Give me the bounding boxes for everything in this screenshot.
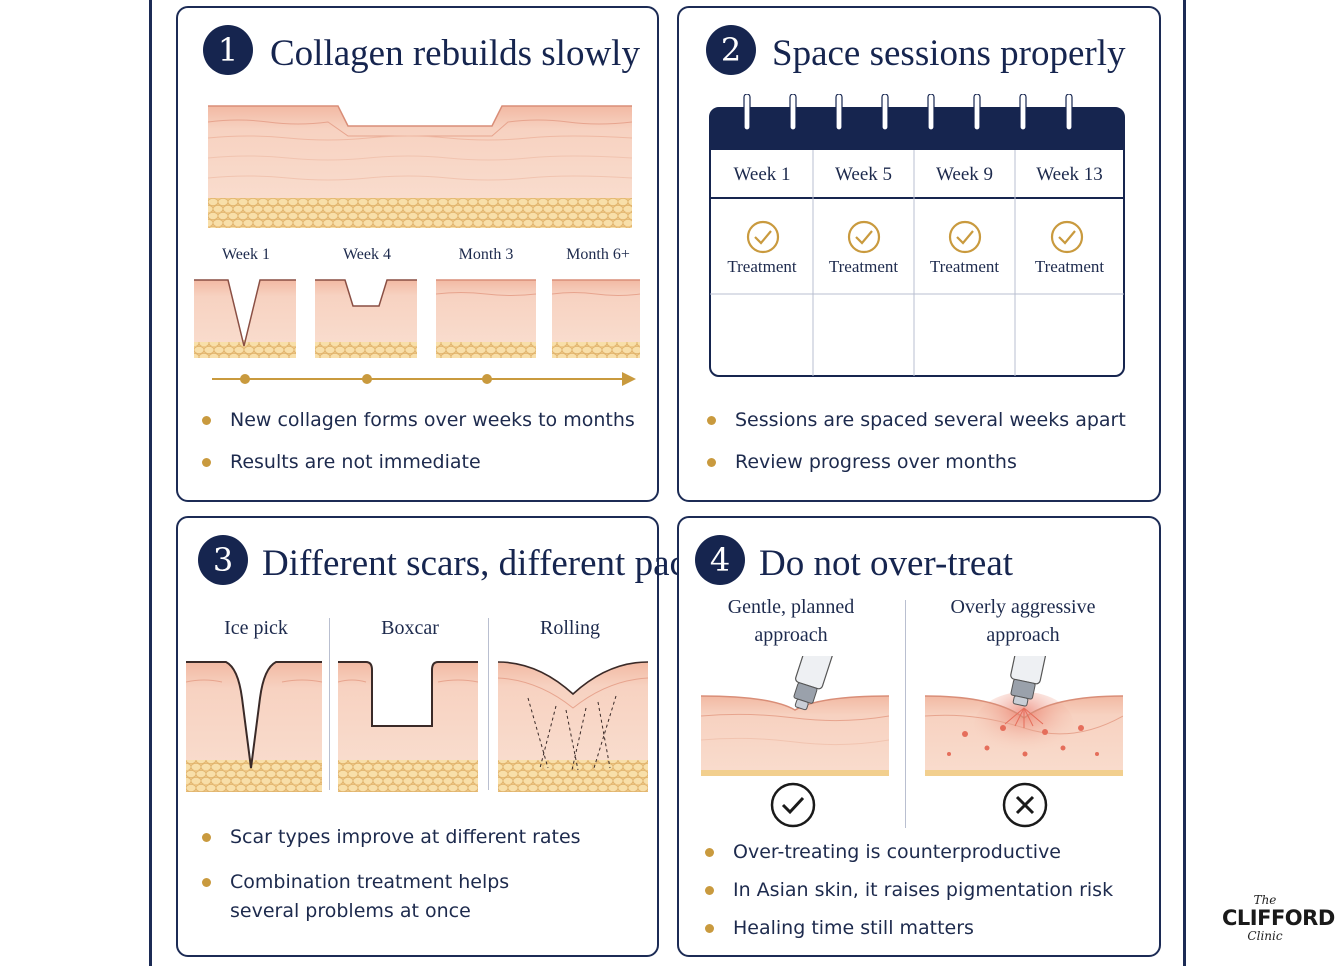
bullet-item: Sessions are spaced several weeks apart: [707, 406, 1126, 435]
bullet-list: Sessions are spaced several weeks apart …: [707, 406, 1126, 477]
approach-label-line2: approach: [754, 624, 828, 646]
healing-stage-month-6-illustration: [552, 279, 640, 358]
calendar-week-header: Week 5: [834, 164, 893, 185]
clinic-logo: The CLIFFORD Clinic: [1222, 893, 1335, 949]
approach-label-line2: approach: [986, 624, 1060, 646]
step-number-badge: 4: [695, 535, 745, 585]
panel-title: Collagen rebuilds slowly: [270, 33, 640, 74]
calendar-week-header: Week 9: [935, 164, 994, 185]
page-frame-left: [149, 0, 152, 966]
bullet-item: Healing time still matters: [705, 914, 1113, 943]
column-divider: [905, 600, 906, 828]
panel-space-sessions: 2 Space sessions properly: [677, 6, 1161, 502]
approach-label-line1: Overly aggressive: [950, 596, 1096, 618]
logo-text-top: The: [1253, 893, 1277, 907]
approach-label-line1: Gentle, planned: [727, 596, 855, 618]
rolling-scar-illustration: [498, 661, 648, 792]
calendar-treatment-entry: Treatment: [1034, 257, 1105, 276]
panel-different-scars: 3 Different scars, different pace Ice pi…: [176, 516, 702, 957]
column-divider: [488, 618, 489, 790]
bullet-list: Over-treating is counterproductive In As…: [705, 838, 1113, 943]
boxcar-scar-illustration: [338, 661, 478, 792]
healing-stage-month-3-illustration: [436, 279, 536, 358]
calendar-treatment-entry: Treatment: [727, 257, 797, 276]
gentle-treatment-illustration: [701, 656, 889, 776]
healing-stage-week-1-illustration: [194, 279, 296, 358]
bullet-item: Scar types improve at different rates: [202, 823, 581, 852]
logo-text-bottom: Clinic: [1247, 929, 1283, 943]
panel-title: Space sessions properly: [772, 33, 1126, 74]
step-number-badge: 2: [706, 25, 756, 75]
bullet-item: New collagen forms over weeks to months: [202, 406, 635, 435]
scar-type-label: Boxcar: [381, 617, 439, 639]
skin-cross-section-illustration: [208, 105, 632, 228]
stage-label: Week 4: [342, 246, 392, 263]
stage-label: Month 3: [458, 246, 514, 263]
healing-stage-week-4-illustration: [315, 279, 417, 358]
bullet-list: New collagen forms over weeks to months …: [202, 406, 635, 477]
logo-text-name: CLIFFORD: [1222, 906, 1335, 930]
column-divider: [329, 618, 330, 790]
panel-collagen-rebuilds: 1 Collagen rebuilds slowly Week 1 Week 4…: [176, 6, 659, 502]
cross-circle-icon: [1002, 782, 1048, 828]
page-frame-right: [1183, 0, 1186, 966]
bullet-item: Results are not immediate: [202, 448, 635, 477]
bullet-item: In Asian skin, it raises pigmentation ri…: [705, 876, 1113, 905]
ice-pick-scar-illustration: [186, 661, 322, 792]
calendar-treatment-entry: Treatment: [929, 257, 1000, 276]
panel-do-not-over-treat: 4 Do not over-treat Gentle, planned appr…: [677, 516, 1161, 957]
panel-title: Different scars, different pace: [262, 543, 703, 584]
calendar-illustration: [709, 94, 1125, 377]
aggressive-treatment-illustration: [925, 656, 1123, 776]
bullet-item-continuation: several problems at once: [230, 900, 471, 922]
timeline-arrow: [212, 372, 636, 386]
calendar-week-header: Week 13: [1036, 164, 1103, 185]
scar-type-label: Rolling: [539, 617, 600, 639]
bullet-item: Over-treating is counterproductive: [705, 838, 1113, 867]
step-number-badge: 3: [198, 535, 248, 585]
calendar-week-header: Week 1: [733, 164, 791, 185]
panel-title: Do not over-treat: [759, 543, 1014, 584]
bullet-item: Review progress over months: [707, 448, 1126, 477]
scar-type-label: Ice pick: [224, 617, 288, 639]
step-number-badge: 1: [203, 25, 253, 75]
bullet-list: Scar types improve at different rates Co…: [202, 823, 581, 897]
bullet-item: Combination treatment helps: [202, 868, 581, 897]
stage-label: Week 1: [221, 246, 271, 263]
check-circle-icon: [770, 782, 816, 828]
stage-label: Month 6+: [566, 246, 630, 263]
calendar-treatment-entry: Treatment: [828, 257, 899, 276]
